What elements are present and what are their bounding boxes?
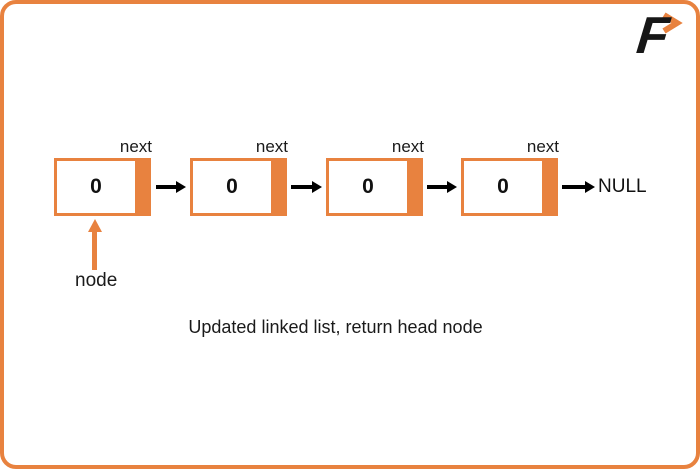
arrow-line xyxy=(562,185,585,189)
arrow-head xyxy=(87,219,102,232)
linked-list-diagram: next 0 next 0 next 0 ne xyxy=(4,4,700,473)
node-value: 0 xyxy=(226,175,238,198)
node-value: 0 xyxy=(362,175,374,198)
next-pointer-cell xyxy=(407,161,420,213)
arrow-line xyxy=(291,185,312,189)
caption: Updated linked list, return head node xyxy=(188,317,483,337)
next-pointer-label: next xyxy=(391,137,424,156)
arrow-icon xyxy=(156,180,186,194)
arrow-head xyxy=(176,181,186,193)
node-value: 0 xyxy=(90,175,102,198)
arrow-head xyxy=(447,181,457,193)
arrow-line xyxy=(156,185,176,189)
arrow-line xyxy=(92,232,97,270)
arrow-head xyxy=(312,181,322,193)
arrow-head xyxy=(585,181,595,193)
list-node: next 0 xyxy=(190,137,288,216)
null-terminator-label: NULL xyxy=(598,176,647,197)
next-pointer-cell xyxy=(542,161,555,213)
arrow-icon xyxy=(291,180,322,194)
arrow-icon xyxy=(427,180,457,194)
head-pointer-arrow-icon xyxy=(87,219,102,270)
logo-chevron-icon xyxy=(662,12,683,34)
list-node: next 0 xyxy=(461,137,559,216)
next-pointer-cell xyxy=(271,161,284,213)
list-node: next 0 xyxy=(54,137,152,216)
next-pointer-label: next xyxy=(526,137,559,156)
next-pointer-label: next xyxy=(255,137,288,156)
arrow-icon xyxy=(562,180,595,194)
list-node: next 0 xyxy=(326,137,424,216)
head-pointer-label: node xyxy=(75,270,118,291)
favtutor-logo: F xyxy=(634,7,684,65)
node-value: 0 xyxy=(497,175,509,198)
next-pointer-cell xyxy=(135,161,148,213)
next-pointer-label: next xyxy=(119,137,152,156)
arrow-line xyxy=(427,185,447,189)
